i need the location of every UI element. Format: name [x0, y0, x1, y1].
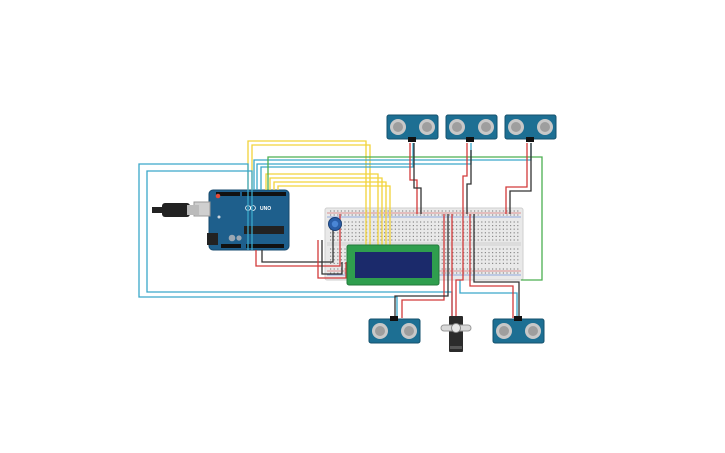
- ultrasonic-sensor-top-1[interactable]: [386, 114, 439, 142]
- potentiometer[interactable]: [328, 217, 342, 231]
- arduino-label: UNO: [260, 206, 271, 212]
- ultrasonic-sensor-top-2[interactable]: [445, 114, 498, 142]
- breadboard-holes: [330, 210, 519, 274]
- usb-cable: [152, 203, 199, 217]
- ultrasonic-sensor-top-3[interactable]: [504, 114, 557, 142]
- arduino-uno-board[interactable]: UNO: [193, 189, 290, 251]
- ultrasonic-sensor-bottom-2[interactable]: [492, 316, 545, 344]
- lcd-display[interactable]: [346, 244, 440, 286]
- wires: [138, 140, 543, 318]
- ultrasonic-sensor-bottom-1[interactable]: [368, 316, 421, 344]
- servo-motor[interactable]: [440, 316, 472, 352]
